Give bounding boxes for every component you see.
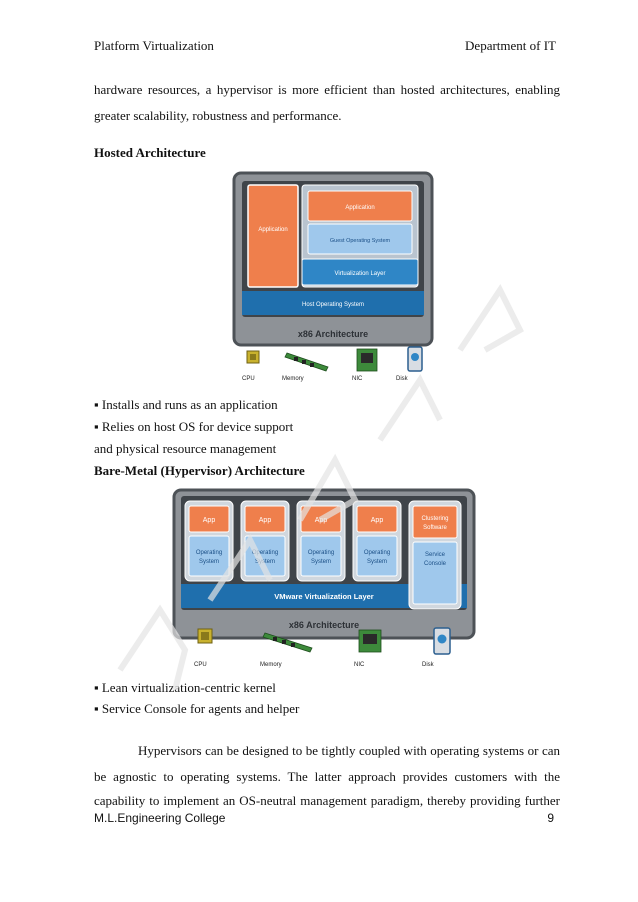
console-line1: Service — [425, 552, 446, 558]
footer-page-number: 9 — [547, 811, 554, 825]
closing-line-1: Hypervisors can be designed to be tightl… — [138, 743, 560, 758]
hosted-host-os-label: Host Operating System — [302, 302, 364, 308]
hosted-hw-cpu: CPU — [242, 376, 255, 382]
closing-line-3: capability to implement an OS-neutral ma… — [94, 793, 560, 808]
hosted-architecture-diagram: Application Application Guest Operating … — [232, 171, 438, 383]
vm4-os-line2: System — [367, 559, 387, 565]
hosted-x86-label: x86 Architecture — [298, 329, 368, 339]
bare-hw-nic: NIC — [354, 662, 365, 668]
vm2-app-label: App — [259, 517, 272, 524]
running-header-left: Platform Virtualization — [94, 38, 214, 53]
vm2-os-line2: System — [255, 559, 275, 565]
running-header-right: Department of IT — [465, 38, 556, 53]
vm4-app-label: App — [371, 517, 384, 524]
bare-bullet-1: ▪ Lean virtualization-centric kernel — [94, 680, 276, 695]
vm3-app-label: App — [315, 517, 328, 524]
bare-hw-memory: Memory — [260, 662, 282, 668]
disk-icon — [407, 346, 423, 372]
hosted-continuation: and physical resource management — [94, 441, 277, 456]
cpu-icon — [197, 628, 213, 644]
bare-hw-cpu: CPU — [194, 662, 207, 668]
hosted-app-right-label: Application — [345, 205, 374, 211]
vm3-os-line1: Operating — [308, 550, 334, 556]
hosted-virt-layer-label: Virtualization Layer — [335, 271, 386, 277]
disk-icon — [433, 627, 451, 655]
memory-icon — [284, 352, 329, 372]
bare-metal-architecture-diagram: VMware Virtualization Layer x86 Architec… — [172, 488, 478, 672]
hosted-heading: Hosted Architecture — [94, 145, 206, 160]
intro-line-2: greater scalability, robustness and perf… — [94, 108, 342, 123]
hosted-hw-disk: Disk — [396, 376, 409, 382]
bare-x86-label: x86 Architecture — [289, 620, 359, 630]
vm2-os-line1: Operating — [252, 550, 278, 556]
hosted-hw-memory: Memory — [282, 376, 304, 382]
bare-hw-disk: Disk — [422, 662, 435, 668]
nic-icon — [356, 348, 378, 372]
bare-bullet-2: ▪ Service Console for agents and helper — [94, 701, 300, 716]
bare-metal-heading: Bare-Metal (Hypervisor) Architecture — [94, 463, 305, 478]
vm4-os-line1: Operating — [364, 550, 390, 556]
cluster-line2: Software — [423, 525, 447, 531]
vm1-os-line2: System — [199, 559, 219, 565]
memory-icon — [262, 632, 313, 653]
hosted-bullet-2: ▪ Relies on host OS for device support — [94, 419, 294, 434]
cpu-icon — [246, 350, 260, 364]
cluster-line1: Clustering — [421, 516, 448, 522]
hosted-app-left-label: Application — [258, 227, 287, 233]
hosted-bullet-1: ▪ Installs and runs as an application — [94, 397, 278, 412]
footer-college: M.L.Engineering College — [94, 811, 226, 825]
console-line2: Console — [424, 561, 447, 567]
vm1-app-label: App — [203, 517, 216, 524]
vmware-layer-label: VMware Virtualization Layer — [274, 592, 374, 601]
hosted-guest-os-label: Guest Operating System — [330, 238, 391, 244]
intro-line-1: hardware resources, a hypervisor is more… — [94, 82, 560, 97]
closing-line-2: be agnostic to operating systems. The la… — [94, 769, 560, 784]
nic-icon — [358, 629, 382, 653]
hosted-hw-nic: NIC — [352, 376, 363, 382]
vm3-os-line2: System — [311, 559, 331, 565]
vm1-os-line1: Operating — [196, 550, 222, 556]
